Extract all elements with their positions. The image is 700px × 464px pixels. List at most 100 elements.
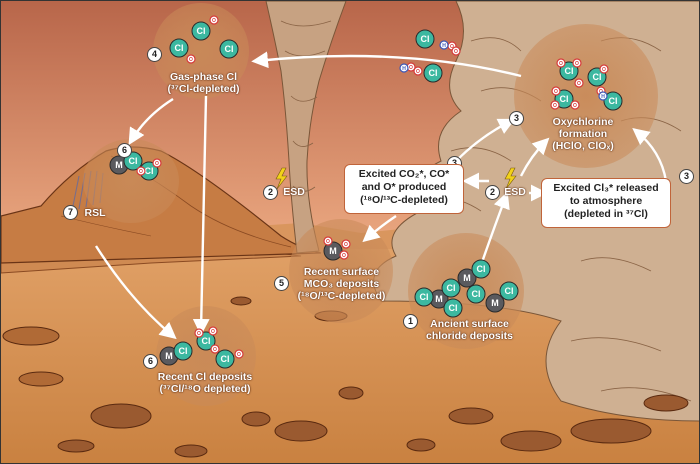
m-atom-symbol: M <box>435 294 443 304</box>
o-atom-icon <box>451 46 461 56</box>
co2-line2: and O* produced <box>361 181 447 194</box>
lightning-icon <box>275 167 517 190</box>
cl-atom-icon <box>499 281 519 301</box>
excited-cl-box: Excited Cl₃* released to atmosphere (dep… <box>541 178 671 228</box>
ancient-label: Ancient surface chloride deposits <box>417 318 522 342</box>
m-atom-symbol: M <box>463 273 471 283</box>
o-atom-icon <box>136 166 146 176</box>
o-atom-icon <box>209 15 219 25</box>
o-atom-icon <box>550 100 560 110</box>
step-number-3-oxy: 3 <box>509 111 524 126</box>
cl-atom-symbol: Cl <box>197 26 206 36</box>
oxy-line1: Oxychlorine <box>552 116 614 128</box>
o-atom-symbol: O <box>211 329 215 335</box>
o-atom-icon <box>413 66 423 76</box>
o-atom-symbol: O <box>575 61 579 67</box>
arrow-esd-to-oxy <box>519 137 550 177</box>
cl-atom-symbol: Cl <box>202 336 211 346</box>
cl-line1: Excited Cl₃* released <box>553 182 659 194</box>
h-atom-icon <box>439 40 449 50</box>
cl-atom-symbol: Cl <box>420 292 429 302</box>
cl-atom-symbol: Cl <box>505 286 514 296</box>
cl-atom-symbol: Cl <box>565 66 574 76</box>
o-atom-icon <box>570 100 580 110</box>
h-atom-icon <box>598 91 608 101</box>
o-atom-icon <box>152 158 162 168</box>
o-atom-icon <box>572 58 582 68</box>
mco3-label: Recent surface MCO₃ deposits (¹⁸O/¹³C-de… <box>289 266 394 302</box>
cl-atom-symbol: Cl <box>609 96 618 106</box>
m-atom-symbol: M <box>491 298 499 308</box>
o-atom-symbol: O <box>344 242 348 248</box>
cl-atom-icon <box>414 287 434 307</box>
o-atom-symbol: O <box>553 103 557 109</box>
o-atom-icon <box>341 239 351 249</box>
o-atom-icon <box>556 58 566 68</box>
cl-atom-icon <box>215 349 235 369</box>
cl-atom-icon <box>466 284 486 304</box>
cl-atom-icon <box>441 278 461 298</box>
step-number-1: 1 <box>403 314 418 329</box>
cl-atom-icon <box>443 298 463 318</box>
cl-atom-symbol: Cl <box>472 289 481 299</box>
o-atom-symbol: O <box>577 81 581 87</box>
o-atom-icon <box>208 326 218 336</box>
step-number-2-left: 2 <box>263 185 278 200</box>
step-number-7: 7 <box>63 205 78 220</box>
glow-regions <box>83 3 658 406</box>
oxy-line3: (HClO, ClOₓ) <box>552 140 614 153</box>
o-atom-symbol: O <box>602 67 606 73</box>
cl-atom-symbol: Cl <box>129 156 138 166</box>
cl-atom-symbol: Cl <box>175 43 184 53</box>
step-number-4: 4 <box>147 47 162 62</box>
cl-atom-symbol: Cl <box>421 34 430 44</box>
step-number-6-recent: 6 <box>143 354 158 369</box>
arrow-gas-to-recent-cl <box>192 95 210 336</box>
o-atom-symbol: O <box>342 253 346 259</box>
o-atom-icon <box>339 250 349 260</box>
o-atom-symbol: O <box>599 89 603 95</box>
o-atom-symbol: O <box>416 69 420 75</box>
o-atom-symbol: O <box>409 65 413 71</box>
o-atom-symbol: O <box>213 347 217 353</box>
esd-left-label: ESD <box>283 186 305 198</box>
cl-atom-symbol: Cl <box>179 346 188 356</box>
m-atom-symbol: M <box>165 351 173 361</box>
o-atom-symbol: O <box>573 103 577 109</box>
gas-phase-line2: (³⁷Cl-depleted) <box>167 83 240 96</box>
step-number-3-cl: 3 <box>679 169 694 184</box>
cl-atom-icon <box>471 259 491 279</box>
cl-atom-icon <box>559 61 579 81</box>
o-atom-icon <box>599 64 609 74</box>
gas-phase-line1: Gas-phase Cl <box>169 71 238 83</box>
cl-atom-icon <box>219 39 239 59</box>
arrow-gas-to-volcano <box>128 97 174 146</box>
cl-atom-symbol: Cl <box>447 283 456 293</box>
arrow-storm-to-gas <box>251 51 522 78</box>
cl-atom-symbol: Cl <box>477 264 486 274</box>
ancient-line1: Ancient surface <box>430 318 509 330</box>
o-atom-symbol: O <box>326 239 330 245</box>
h-atom-symbol: H <box>601 94 605 100</box>
h-atom-symbol: H <box>402 66 406 72</box>
co2-line1: Excited CO₂*, CO* <box>358 168 450 180</box>
cl-atom-icon <box>603 91 623 111</box>
o-atom-symbol: O <box>189 57 193 63</box>
co2-line3: (¹⁸O/¹³C-depleted) <box>360 194 448 207</box>
h-atom-icon <box>399 63 409 73</box>
arrow-volcano-to-recent-cl <box>94 245 177 340</box>
oxy-line2: formation <box>558 128 608 141</box>
cl-atom-symbol: Cl <box>221 354 230 364</box>
oxychlorine-label: Oxychlorine formation (HClO, ClOₓ) <box>533 116 633 152</box>
cl-line3: (depleted in ³⁷Cl) <box>564 208 648 221</box>
o-atom-symbol: O <box>450 44 454 50</box>
process-arrows <box>94 51 668 340</box>
m-atom-icon <box>457 268 477 288</box>
o-atom-icon <box>234 349 244 359</box>
o-atom-symbol: O <box>559 61 563 67</box>
o-atom-icon <box>574 78 584 88</box>
o-atom-icon <box>323 236 333 246</box>
